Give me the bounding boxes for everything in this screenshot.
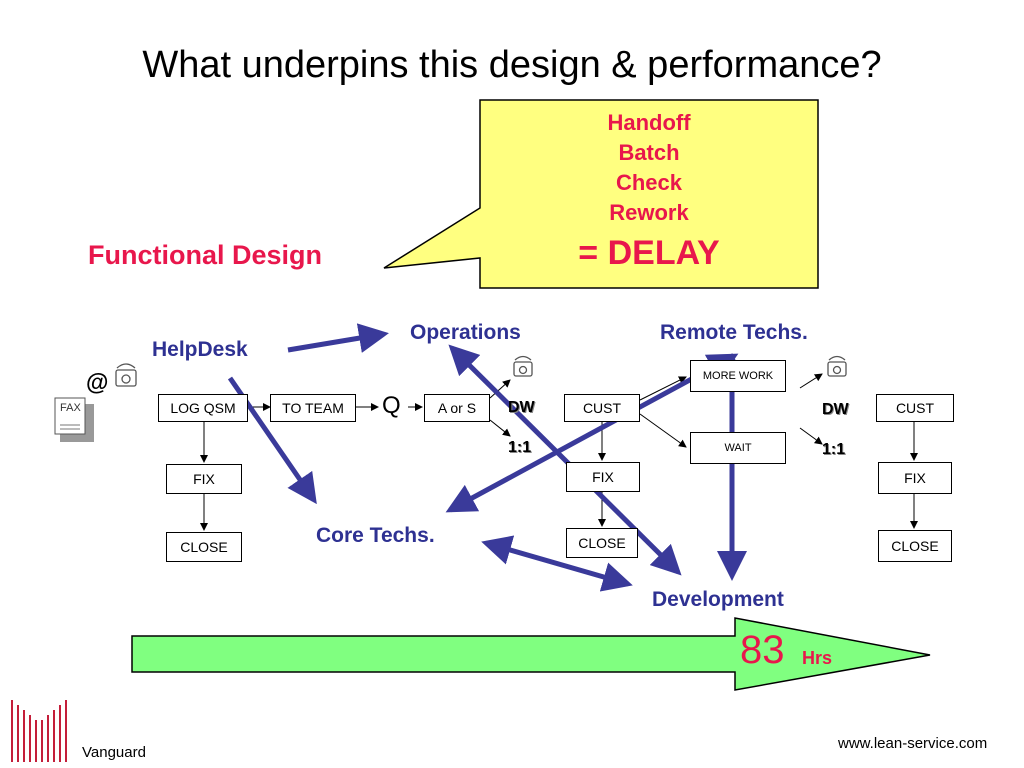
team-development: Development — [652, 588, 784, 611]
dw-marker-1: DW — [508, 399, 535, 416]
email-at-sign: @ — [86, 369, 109, 395]
handoff-arrow-coretechs-remotetechs — [445, 353, 739, 513]
box-close-1: CLOSE — [166, 532, 242, 562]
handoff-arrow-helpdesk-operations — [287, 323, 389, 353]
vanguard-logo — [11, 700, 67, 762]
hours-unit: Hrs — [802, 648, 833, 668]
box-wait: WAIT — [690, 432, 786, 464]
connector-assign-to-1to1 — [489, 419, 511, 437]
box-fix-3: FIX — [878, 462, 952, 494]
handoff-arrow-operations-development — [448, 344, 682, 576]
box-more-work: MORE WORK — [690, 360, 786, 392]
box-to-team: TO TEAM — [270, 394, 356, 422]
box-log-qsm: LOG QSM — [158, 394, 248, 422]
team-helpdesk: HelpDesk — [152, 338, 248, 361]
box-fix-2: FIX — [566, 462, 640, 492]
team-core-techs: Core Techs. — [316, 524, 435, 547]
connector-wait-to-1to1 — [799, 427, 823, 445]
callout-line-batch: Batch — [618, 140, 680, 165]
team-remote-techs: Remote Techs. — [660, 321, 808, 344]
telephone-icon — [115, 363, 137, 387]
handoff-arrow-coretechs-development — [481, 535, 633, 592]
one-to-one-marker-2: 1:1 — [822, 441, 846, 458]
box-fix-1: FIX — [166, 464, 242, 494]
box-cust-3: CUST — [876, 394, 954, 422]
callout-line-handoff: Handoff — [607, 110, 691, 135]
team-operations: Operations — [410, 321, 521, 344]
telephone-icon — [513, 355, 533, 377]
box-close-2: CLOSE — [566, 528, 638, 558]
box-a-or-s: A or S — [424, 394, 490, 422]
footer-url[interactable]: www.lean-service.com — [838, 735, 988, 752]
fax-label: FAX — [60, 402, 81, 414]
fax-icon — [54, 397, 94, 442]
functional-design-label: Functional Design — [88, 240, 323, 270]
dw-marker-2: DW — [822, 401, 849, 418]
connector-cust-to-wait — [639, 413, 687, 448]
telephone-icon — [827, 355, 847, 377]
connector-morework-to-phone — [799, 373, 823, 389]
callout-result: = DELAY — [578, 234, 720, 272]
brand-name: Vanguard — [82, 744, 146, 761]
timeline-arrow — [131, 617, 931, 691]
one-to-one-marker-1: 1:1 — [508, 439, 532, 456]
callout-line-rework: Rework — [609, 200, 689, 225]
box-close-3: CLOSE — [878, 530, 952, 562]
callout-line-check: Check — [615, 170, 683, 195]
box-cust-2: CUST — [564, 394, 640, 422]
hours-value: 83 — [740, 628, 785, 672]
slide-title: What underpins this design & performance… — [142, 44, 882, 86]
queue-symbol: Q — [382, 392, 401, 419]
